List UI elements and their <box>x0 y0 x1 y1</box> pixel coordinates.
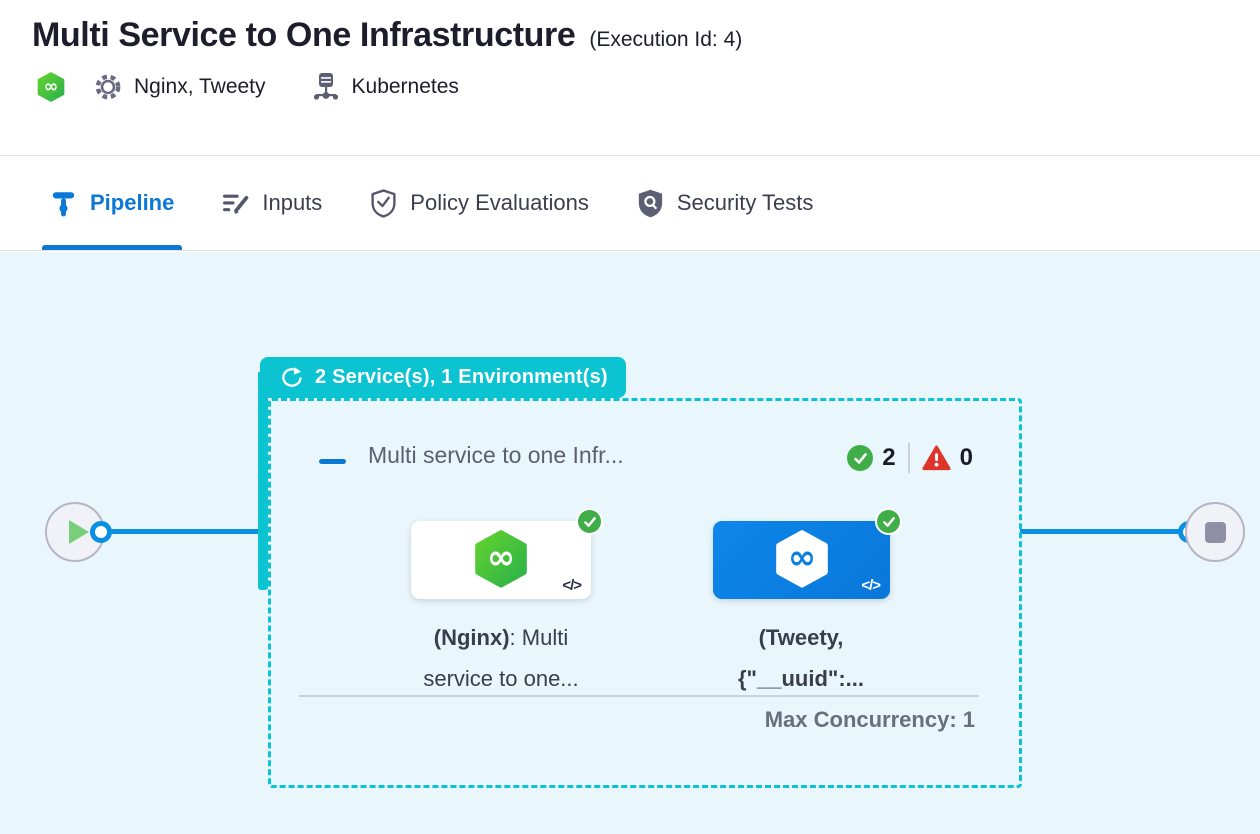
matrix-strategy-badge: 2 Service(s), 1 Environment(s) <box>260 357 626 398</box>
tab-policy-evaluations[interactable]: Policy Evaluations <box>370 156 589 250</box>
end-node[interactable] <box>1185 502 1245 562</box>
stage-footer-divider <box>299 695 979 697</box>
warning-triangle-icon <box>922 445 951 471</box>
service-label-nginx: (Nginx): Multi service to one... <box>404 617 598 699</box>
pipeline-icon <box>50 190 77 217</box>
stage-group-box[interactable]: Multi service to one Infr... 2 0 <box>268 398 1022 788</box>
code-icon: </> <box>861 577 881 594</box>
inputs-icon <box>222 190 249 217</box>
service-label-bold: (Nginx) <box>433 625 510 650</box>
title-row: Multi Service to One Infrastructure (Exe… <box>0 0 1260 55</box>
connector-line-left <box>100 529 262 534</box>
tab-policy-evaluations-label: Policy Evaluations <box>410 190 589 215</box>
max-concurrency-label: Max Concurrency: 1 <box>764 707 975 732</box>
harness-service-icon: ∞ <box>472 530 530 588</box>
tab-pipeline-label: Pipeline <box>90 190 175 215</box>
harness-service-icon: ∞ <box>36 72 66 102</box>
matrix-strategy-bar <box>258 372 268 590</box>
header: Multi Service to One Infrastructure (Exe… <box>0 0 1260 156</box>
stop-icon <box>1204 521 1226 543</box>
tab-security-tests[interactable]: Security Tests <box>637 156 814 250</box>
service-label-rest: : Multi service to one... <box>423 625 579 691</box>
tab-inputs-label: Inputs <box>262 190 323 215</box>
code-icon: </> <box>562 577 582 594</box>
success-check-icon <box>875 508 902 535</box>
matrix-badge-label: 2 Service(s), 1 Environment(s) <box>315 366 608 388</box>
tab-pipeline[interactable]: Pipeline <box>42 156 183 250</box>
success-check-icon <box>847 445 874 471</box>
execution-id: (Execution Id: 4) <box>589 28 743 51</box>
svg-text:∞: ∞ <box>487 538 515 577</box>
environment-summary: Kubernetes <box>351 75 459 98</box>
success-count: 2 <box>882 444 896 471</box>
tab-inputs[interactable]: Inputs <box>222 156 322 250</box>
gear-icon <box>94 73 122 101</box>
loop-icon <box>278 366 305 390</box>
pipeline-canvas: 2 Service(s), 1 Environment(s) Multi ser… <box>0 252 1260 834</box>
status-divider <box>907 443 910 473</box>
infrastructure-icon <box>312 72 340 102</box>
meta-row: ∞ Nginx, Tweety <box>36 72 1260 102</box>
tab-security-tests-label: Security Tests <box>676 190 814 215</box>
svg-text:∞: ∞ <box>44 77 59 97</box>
tab-bar: Pipeline Inputs Po <box>0 156 1260 251</box>
stage-name: Multi service to one Infr... <box>368 442 624 468</box>
service-label-tweety: (Tweety, {"__uuid":... <box>721 617 881 699</box>
page-title: Multi Service to One Infrastructure <box>32 16 576 54</box>
collapse-stage-icon[interactable] <box>319 459 346 464</box>
active-tab-indicator <box>42 245 183 250</box>
stage-status: 2 0 <box>847 443 973 473</box>
harness-service-icon: ∞ <box>773 530 831 588</box>
play-icon <box>68 520 89 544</box>
security-shield-icon <box>637 189 664 218</box>
svg-text:∞: ∞ <box>787 538 815 577</box>
failed-count: 0 <box>959 444 973 471</box>
connector-line-right <box>1020 529 1190 534</box>
service-card-nginx[interactable]: ∞ </> <box>411 508 603 599</box>
policy-shield-check-icon <box>370 188 397 218</box>
services-summary: Nginx, Tweety <box>134 75 266 98</box>
success-check-icon <box>576 508 603 535</box>
service-card-tweety[interactable]: ∞ </> <box>713 508 902 599</box>
service-label-bold: (Tweety, {"__uuid":... <box>738 625 864 691</box>
link-port-left <box>90 521 112 543</box>
